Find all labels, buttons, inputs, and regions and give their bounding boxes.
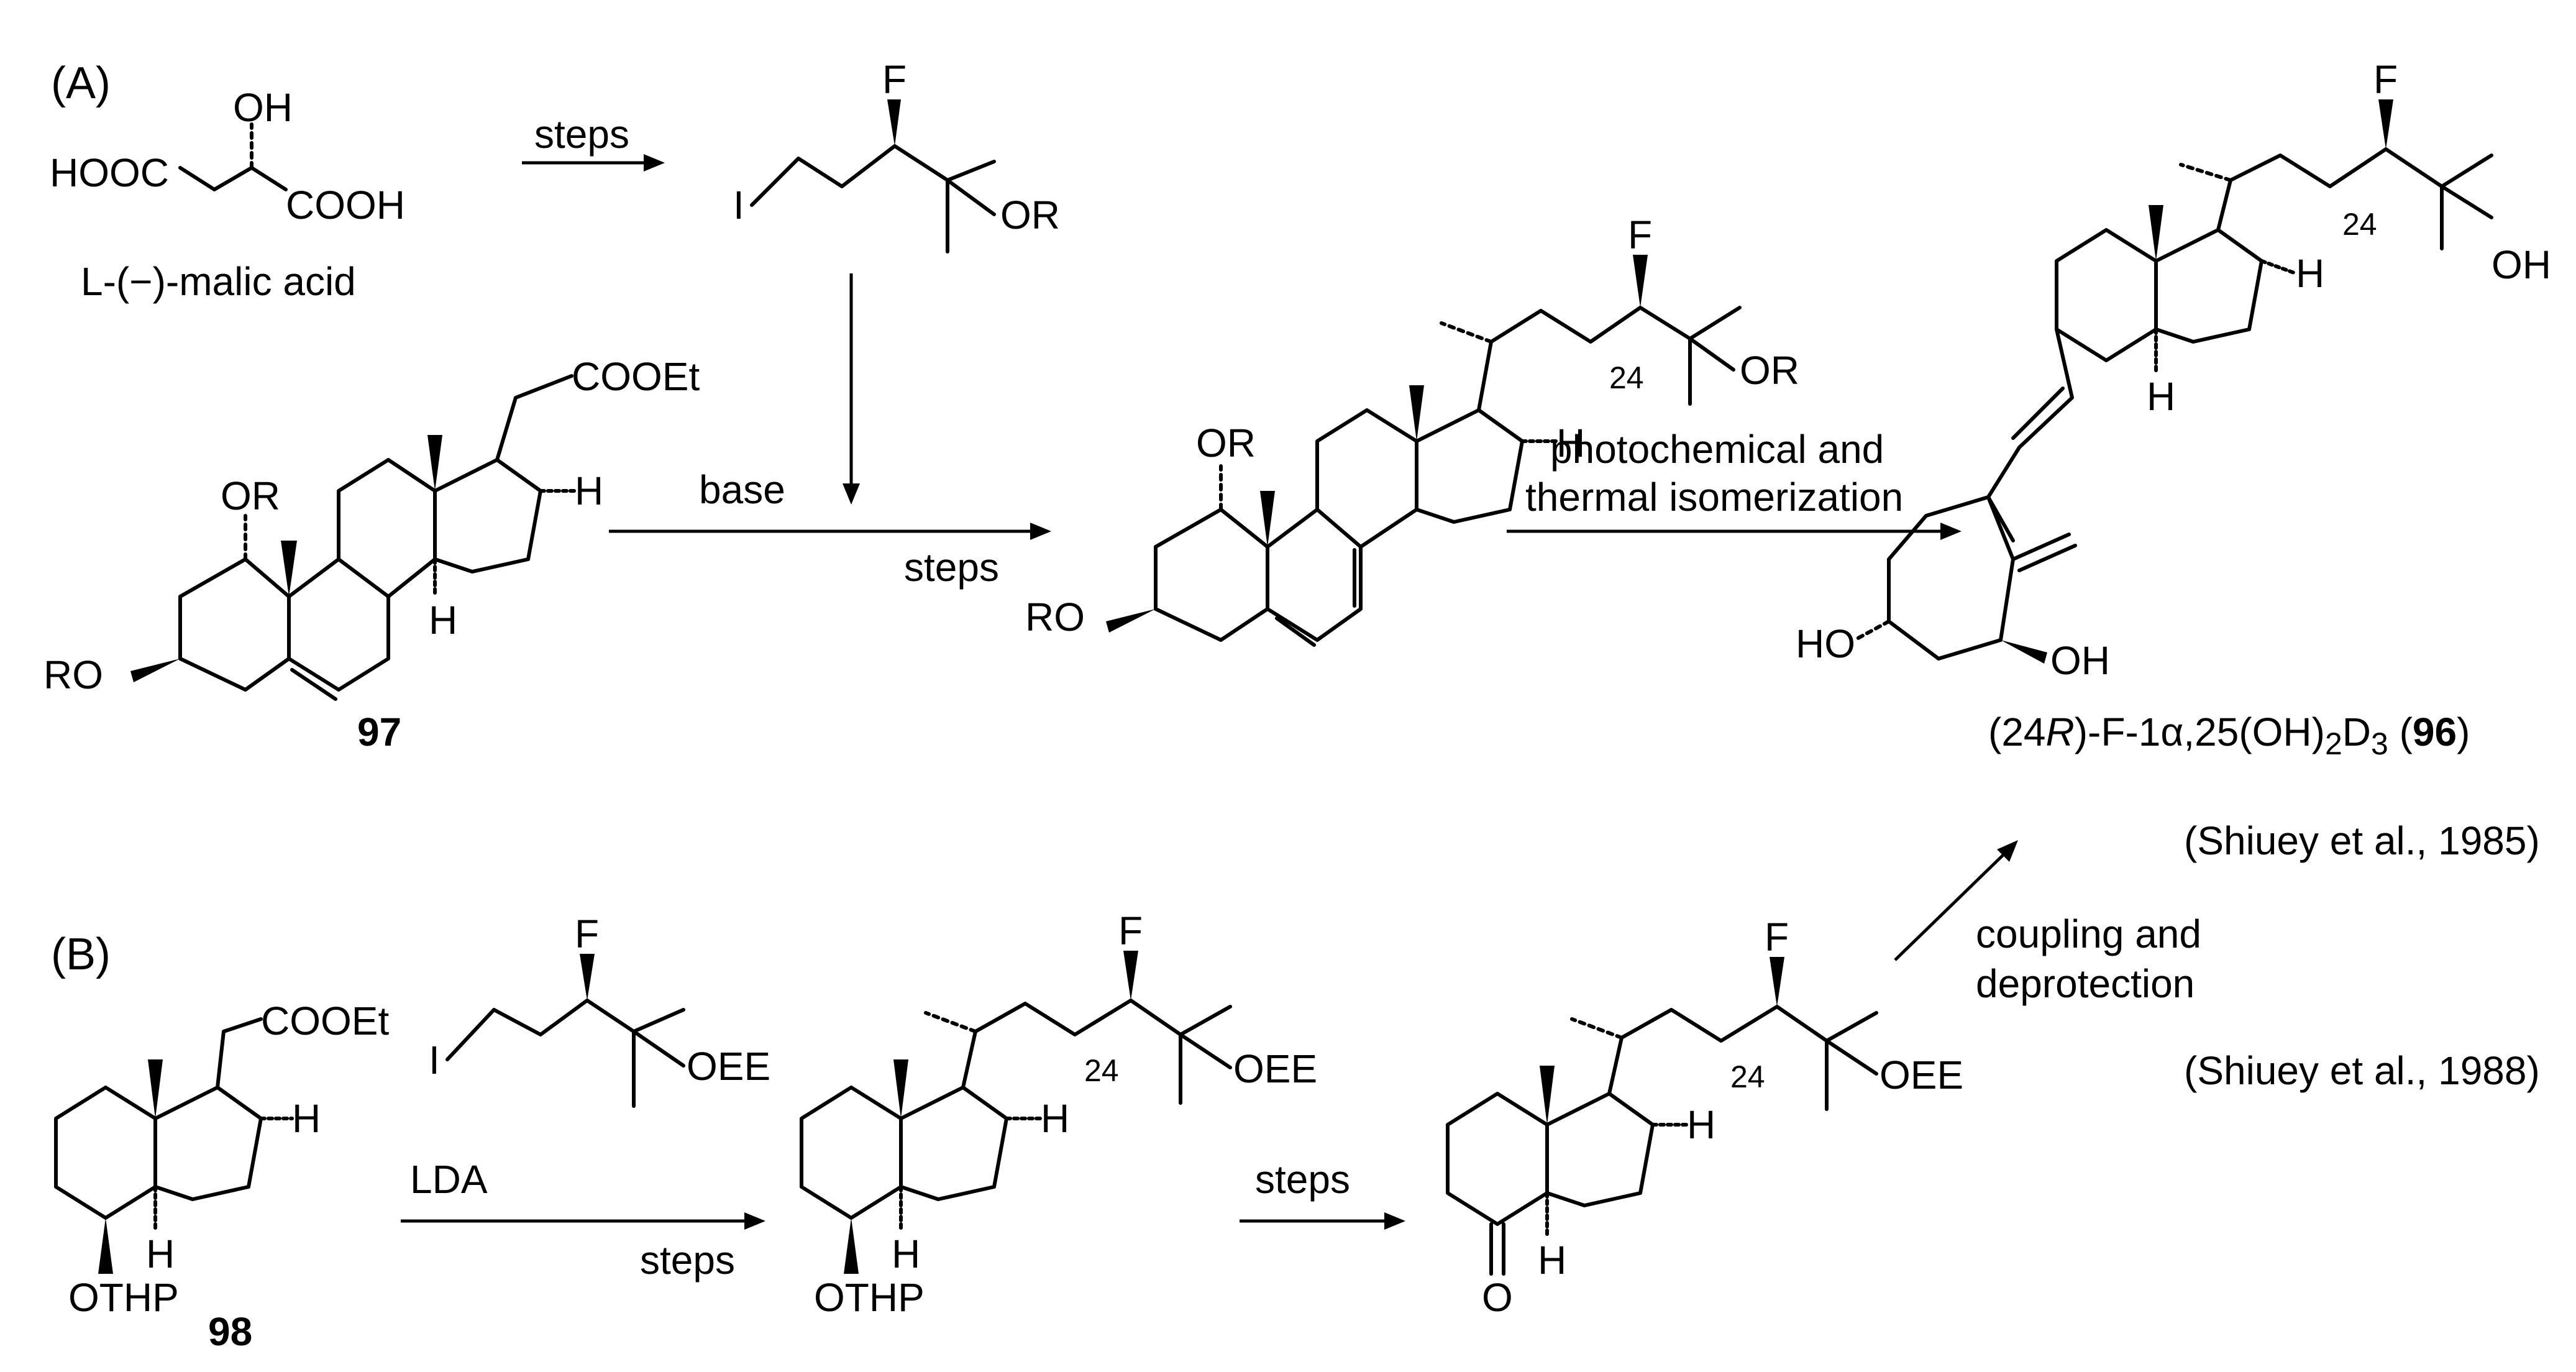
arrow-a1: steps — [522, 112, 665, 172]
triene-h17: H — [1556, 421, 1585, 465]
arrow-a4-bottom: thermal isomerization — [1525, 475, 1903, 519]
ketone-f: F — [1765, 915, 1789, 959]
reference-1988: (Shiuey et al., 1988) — [2184, 1048, 2540, 1093]
arrow-b2: steps — [1240, 1157, 1405, 1230]
iodide-a-f: F — [882, 57, 907, 102]
triene-or25: OR — [1740, 348, 1799, 393]
arrow-b3-bottom: deprotection — [1976, 961, 2195, 1006]
malic-acid-cooh: COOH — [286, 183, 405, 227]
arrow-b1-bottom: steps — [640, 1238, 735, 1283]
arrow-b3: coupling and deprotection — [1894, 840, 2201, 1006]
triene-f: F — [1628, 213, 1652, 257]
ester-97-ro3: RO — [43, 652, 103, 697]
ester-97-h17: H — [575, 469, 603, 513]
ee-intermediate-othp: OTHP — [814, 1275, 925, 1320]
ee-intermediate-structure: F 24 OEE H H OTHP — [800, 908, 1317, 1320]
malic-acid-oh: OH — [233, 85, 293, 130]
ester-97-id: 97 — [357, 710, 401, 754]
iodide-b-oee: OEE — [687, 1044, 770, 1089]
arrow-a3-top: base — [699, 467, 785, 512]
product-96-structure: F 24 OH H H HO OH — [1796, 57, 2551, 683]
arrow-b1: LDA steps — [401, 1157, 765, 1283]
iodide-b-f: F — [575, 912, 599, 956]
ketone-c24: 24 — [1730, 1059, 1765, 1094]
ester-97-h14: H — [429, 598, 457, 643]
iodide-a-i: I — [733, 183, 744, 227]
iodide-a-or: OR — [1000, 193, 1060, 237]
ester-98-structure: COOEt H H OTHP 98 — [54, 999, 389, 1354]
arrow-a1-label: steps — [534, 112, 629, 157]
iodide-b-structure: I F OEE — [429, 912, 770, 1108]
arrow-a3-bottom: steps — [904, 545, 999, 590]
arrow-a4: photochemical and thermal isomerization — [1507, 427, 1962, 540]
ee-intermediate-c24: 24 — [1084, 1053, 1119, 1088]
product-96-c24: 24 — [2342, 207, 2377, 242]
ester-98-cooet: COOEt — [261, 999, 389, 1043]
iodide-b-i: I — [429, 1038, 440, 1082]
arrow-b3-top: coupling and — [1976, 912, 2201, 956]
ketone-h17: H — [1687, 1102, 1715, 1147]
product-96-h17: H — [2296, 251, 2324, 296]
iodide-a-structure: I F OR — [733, 57, 1060, 254]
ee-intermediate-oee: OEE — [1233, 1046, 1317, 1091]
ester-98-h14: H — [146, 1232, 175, 1276]
product-96-name: (24R)-F-1α,25(OH)2D3 (96) — [1988, 710, 2470, 761]
arrow-a3: base steps — [609, 467, 1051, 590]
ester-97-or1: OR — [221, 473, 280, 518]
ester-97-structure: COOEt OR RO H H 97 — [43, 354, 700, 754]
ketone-structure: F 24 OEE H H O — [1446, 915, 1963, 1320]
triene-structure: OR RO H F 24 OR — [1025, 213, 1799, 647]
ketone-h14: H — [1538, 1238, 1566, 1283]
section-label-b: (B) — [51, 930, 111, 979]
ester-98-id: 98 — [208, 1309, 252, 1354]
malic-acid-hooc: HOOC — [50, 150, 169, 195]
ee-intermediate-f: F — [1118, 908, 1143, 953]
triene-c24: 24 — [1609, 360, 1644, 395]
section-label-a: (A) — [51, 58, 111, 108]
product-96-h14: H — [2147, 374, 2175, 419]
reference-1985: (Shiuey et al., 1985) — [2184, 818, 2540, 863]
product-96-oh1: OH — [2050, 638, 2110, 683]
malic-acid-structure: HOOC OH COOH L-(−)-malic acid — [50, 85, 405, 304]
arrow-b1-top: LDA — [410, 1157, 488, 1202]
product-96-ho3: HO — [1796, 621, 1855, 666]
arrow-a4-top: photochemical and — [1550, 427, 1884, 472]
ester-98-othp: OTHP — [68, 1275, 179, 1320]
product-96-oh25: OH — [2492, 242, 2551, 287]
triene-ro3: RO — [1025, 595, 1085, 639]
ketone-o: O — [1482, 1275, 1513, 1320]
product-96-f: F — [2373, 57, 2398, 102]
ester-97-cooet: COOEt — [572, 354, 700, 399]
ee-intermediate-h17: H — [1041, 1096, 1069, 1141]
ketone-oee: OEE — [1879, 1053, 1963, 1097]
arrow-a2 — [843, 273, 860, 505]
arrow-b2-label: steps — [1255, 1157, 1350, 1202]
malic-acid-name: L-(−)-malic acid — [81, 259, 356, 304]
ester-98-h17: H — [292, 1096, 321, 1141]
ee-intermediate-h14: H — [892, 1232, 920, 1276]
triene-or1: OR — [1196, 421, 1256, 465]
